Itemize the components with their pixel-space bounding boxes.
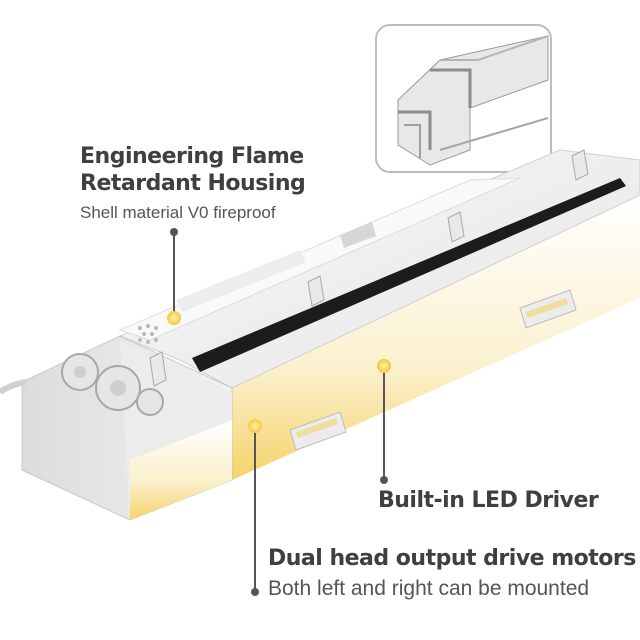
clip-icon (149, 149, 589, 387)
housing-title-line-2: Retardant Housing (80, 171, 306, 196)
housing-callout-title: Engineering Flame Retardant Housing (80, 143, 340, 197)
motors-callout-subtitle: Both left and right can be mounted (268, 577, 590, 600)
callout-markers (167, 228, 391, 596)
gear-icon (61, 353, 164, 416)
inset-profile-image (375, 24, 552, 173)
housing-callout-subtitle: Shell material V0 fireproof (80, 203, 276, 222)
driver-callout-title: Built-in LED Driver (378, 488, 599, 513)
housing-title-line-1: Engineering Flame (80, 144, 304, 169)
motors-callout-title: Dual head output drive motors (268, 546, 636, 571)
